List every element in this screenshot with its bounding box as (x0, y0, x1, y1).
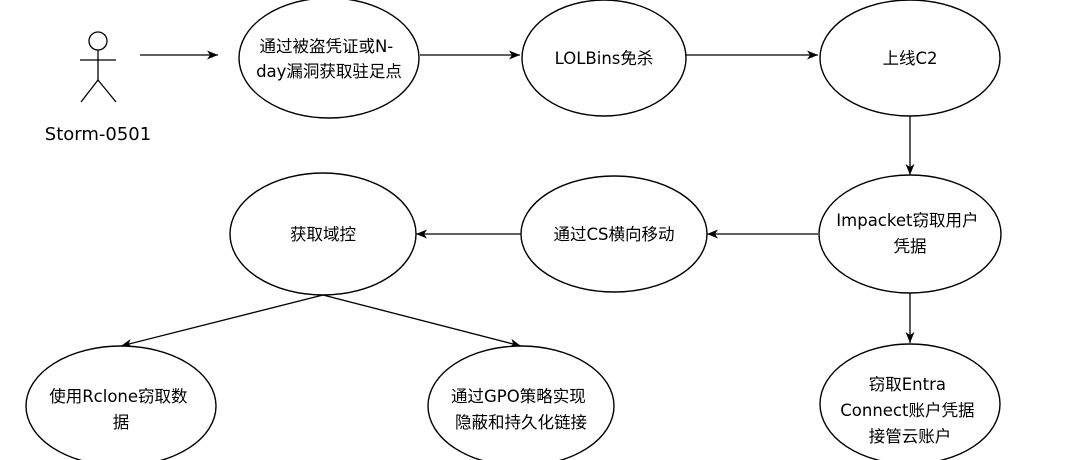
node-n7-shape (819, 343, 1001, 460)
node-n9-line-1: 通过GPO策略实现 (451, 387, 586, 406)
node-n3-text: 上线C2 (882, 49, 937, 68)
node-n4-text: Impacket窃取用户 凭据 (836, 211, 983, 256)
edge-n6-to-n8 (120, 294, 324, 348)
node-n8-shape (25, 345, 217, 460)
node-n6-shape (229, 172, 417, 296)
node-n6-text: 获取域控 (290, 225, 356, 244)
node-n8-text: 使用Rclone窃取数 据 (49, 387, 193, 432)
node-n5-text: 通过CS横向移动 (554, 225, 675, 244)
node-n4-line-1: Impacket窃取用户 (836, 211, 978, 230)
node-n7: 窃取Entra Connect账户凭据 接管云账户 (819, 343, 1001, 460)
node-n5: 通过CS横向移动 (520, 175, 708, 293)
node-n1-text: 通过被盗凭证或N- day漏洞获取驻足点 (256, 37, 402, 81)
edge-n6-to-n9 (322, 294, 522, 348)
node-n1: 通过被盗凭证或N- day漏洞获取驻足点 (238, 0, 420, 119)
node-n7-line-1: 窃取Entra (869, 375, 946, 394)
node-n5-shape (520, 175, 708, 293)
node-n4-shape (818, 174, 1002, 294)
actor-label: Storm-0501 (45, 124, 151, 145)
node-n2-shape (521, 0, 687, 117)
node-n8: 使用Rclone窃取数 据 (25, 345, 217, 460)
node-n8-line-2: 据 (113, 413, 130, 432)
node-n9: 通过GPO策略实现 隐蔽和持久化链接 (427, 345, 615, 460)
edges (120, 50, 915, 348)
node-n1-line-2: day漏洞获取驻足点 (256, 62, 402, 81)
node-n7-line-3: 接管云账户 (869, 427, 952, 446)
node-n1-shape (238, 0, 420, 119)
node-n9-shape (427, 345, 615, 460)
node-n9-text: 通过GPO策略实现 隐蔽和持久化链接 (451, 387, 591, 432)
node-n4-line-2: 凭据 (894, 237, 927, 256)
node-n3-line-1: 上线C2 (882, 49, 937, 68)
node-n7-line-2: Connect账户凭据 (840, 401, 974, 420)
node-n6-line-1: 获取域控 (290, 225, 356, 244)
stick-figure-icon (80, 31, 117, 103)
node-n2-text: LOLBins免杀 (555, 49, 654, 68)
node-n1-line-1: 通过被盗凭证或N- (259, 37, 393, 56)
node-n7-text: 窃取Entra Connect账户凭据 接管云账户 (840, 375, 979, 446)
actor: Storm-0501 (45, 31, 151, 145)
node-n5-line-1: 通过CS横向移动 (554, 225, 675, 244)
node-n4: Impacket窃取用户 凭据 (818, 174, 1002, 294)
node-n3-shape (819, 0, 1001, 117)
node-n2-line-1: LOLBins免杀 (555, 49, 654, 68)
node-n2: LOLBins免杀 (521, 0, 687, 117)
node-n9-line-2: 隐蔽和持久化链接 (455, 413, 587, 432)
node-n3: 上线C2 (819, 0, 1001, 117)
node-n6: 获取域控 (229, 172, 417, 296)
node-n8-line-1: 使用Rclone窃取数 (49, 387, 188, 406)
